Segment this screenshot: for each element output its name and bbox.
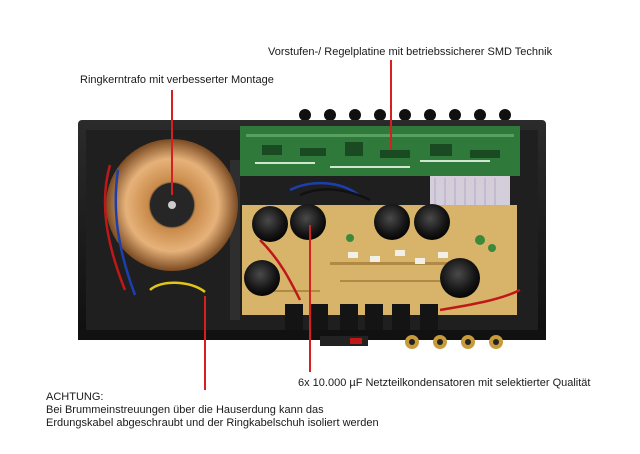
- warning-line-2: Erdungskabel abgeschraubt und der Ringka…: [46, 417, 379, 429]
- toroidal-transformer: [106, 139, 238, 271]
- smd-board-callout: Vorstufen-/ Regelplatine mit betriebssic…: [268, 46, 553, 58]
- filter-capacitors: [244, 204, 480, 298]
- warning-title: ACHTUNG:: [46, 391, 104, 403]
- rear-jacks-top: [299, 109, 511, 121]
- pointer-lines: [171, 60, 392, 390]
- transformer-callout: Ringkerntrafo mit verbesserter Montage: [80, 74, 274, 86]
- warning-line-1: Bei Brummeinstreuungen über die Hauserdu…: [46, 404, 324, 416]
- rca-jacks: [405, 335, 503, 349]
- warning-callout: ACHTUNG: Bei Brummeinstreuungen über die…: [46, 391, 379, 430]
- capacitor-callout: 6x 10.000 µF Netzteilkondensatoren mit s…: [298, 377, 591, 389]
